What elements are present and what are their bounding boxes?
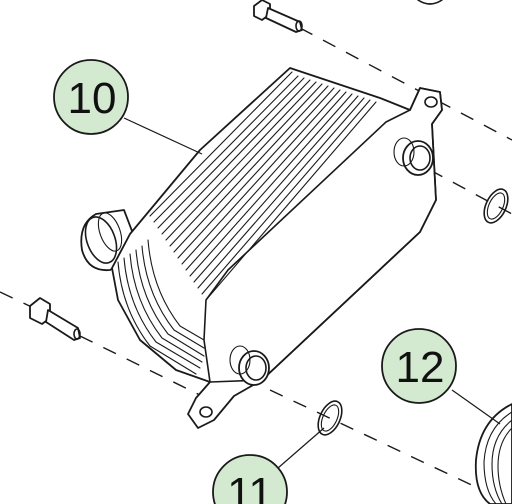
o-ring-seal xyxy=(317,400,343,436)
callout-11-circle xyxy=(212,454,288,504)
callout-12-badge: 12 xyxy=(381,328,457,404)
callout-11-badge: 11 xyxy=(212,454,288,504)
cooler-port-lower xyxy=(229,345,270,386)
callout-10-label: 10 xyxy=(68,74,117,123)
o-ring-upper xyxy=(483,188,509,224)
axis-line-lower-port xyxy=(269,389,512,504)
leader-11 xyxy=(277,427,325,469)
mounting-hole-bottom xyxy=(199,406,213,418)
callout-10-badge: 10 xyxy=(53,59,129,135)
axis-line-top-bolt xyxy=(299,27,512,141)
callout-12-circle xyxy=(381,328,457,404)
cooler-port-upper xyxy=(393,137,434,176)
callout-10-circle xyxy=(53,59,129,135)
cooler-fins xyxy=(117,71,377,375)
mounting-hole-top xyxy=(424,96,438,108)
bolt-top xyxy=(253,0,303,33)
leader-10 xyxy=(123,117,203,155)
callout-11-label: 11 xyxy=(227,469,273,504)
oil-filter xyxy=(474,403,512,504)
bolt-left xyxy=(29,297,81,341)
leader-12 xyxy=(451,389,501,425)
ring-top-partial xyxy=(417,0,443,5)
axis-line-upper-port xyxy=(429,169,512,215)
oil-cooler xyxy=(80,67,443,429)
leader-lines xyxy=(123,117,501,469)
callout-12-label: 12 xyxy=(396,343,445,392)
